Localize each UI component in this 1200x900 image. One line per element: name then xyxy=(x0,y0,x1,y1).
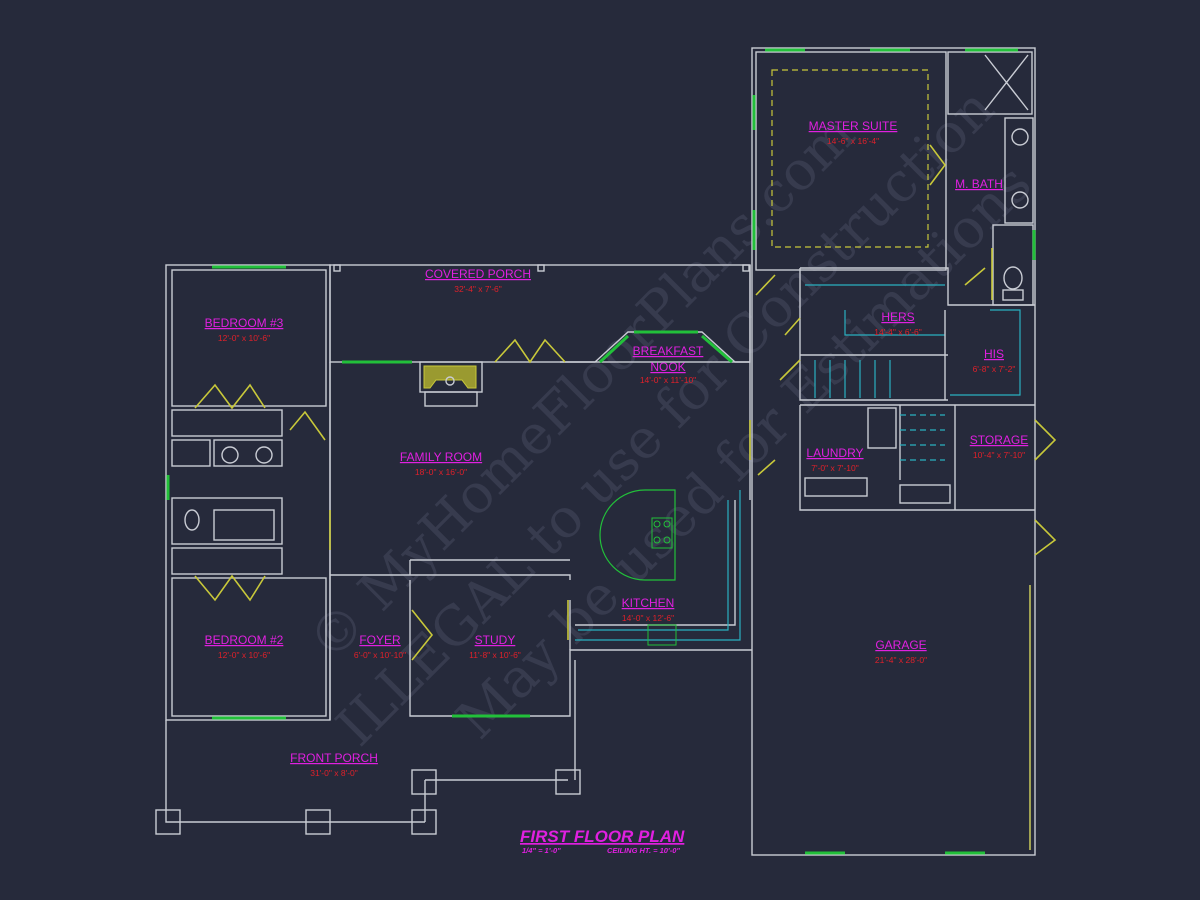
room-dims-breakfast: 14'-0" x 11'-10" xyxy=(640,375,696,385)
room-dims-hers: 14'-4" x 6'-6" xyxy=(874,327,922,337)
room-dims-his: 6'-8" x 7'-2" xyxy=(973,364,1016,374)
room-name-foyer: FOYER xyxy=(359,633,401,647)
room-dims-kitchen: 14'-0" x 12'-6" xyxy=(622,613,674,623)
room-name-mbath: M. BATH xyxy=(955,177,1003,191)
room-name-nook: NOOK xyxy=(650,360,685,374)
room-name-hers: HERS xyxy=(881,310,914,324)
room-name-garage: GARAGE xyxy=(875,638,926,652)
room-name-breakfast: BREAKFAST xyxy=(633,344,704,358)
plan-scale: 1/4" = 1'-0" xyxy=(522,846,561,855)
room-dims-master: 14'-6" x 16'-4" xyxy=(827,136,879,146)
room-dims-laundry: 7'-0" x 7'-10" xyxy=(811,463,859,473)
doors xyxy=(194,144,1057,661)
room-name-covered-porch: COVERED PORCH xyxy=(425,267,531,281)
room-labels: COVERED PORCH 32'-4" x 7'-6" BEDROOM #3 … xyxy=(205,119,1029,778)
room-name-kitchen: KITCHEN xyxy=(622,596,675,610)
watermark: © MyHomeFloorPlans.com ILLEGAL to use fo… xyxy=(296,76,1043,758)
room-dims-bedroom2: 12'-0" x 10'-6" xyxy=(218,650,270,660)
room-dims-covered-porch: 32'-4" x 7'-6" xyxy=(454,284,502,294)
ceiling-height: CEILING HT. = 10'-0" xyxy=(607,846,680,855)
room-dims-front-porch: 31'-0" x 8'-0" xyxy=(310,768,358,778)
room-name-his: HIS xyxy=(984,347,1004,361)
room-name-storage: STORAGE xyxy=(970,433,1028,447)
room-name-front-porch: FRONT PORCH xyxy=(290,751,378,765)
room-dims-family: 18'-0" x 16'-0" xyxy=(415,467,467,477)
room-dims-foyer: 6'-0" x 10'-10" xyxy=(354,650,406,660)
room-name-laundry: LAUNDRY xyxy=(806,446,863,460)
title-block: FIRST FLOOR PLAN 1/4" = 1'-0" CEILING HT… xyxy=(520,827,685,855)
room-name-bedroom2: BEDROOM #2 xyxy=(205,633,284,647)
room-dims-bedroom3: 12'-0" x 10'-6" xyxy=(218,333,270,343)
plan-title: FIRST FLOOR PLAN xyxy=(520,827,685,846)
room-name-master: MASTER SUITE xyxy=(809,119,898,133)
room-name-study: STUDY xyxy=(475,633,516,647)
room-name-bedroom3: BEDROOM #3 xyxy=(205,316,284,330)
room-dims-garage: 21'-4" x 28'-0" xyxy=(875,655,927,665)
room-dims-study: 11'-8" x 10'-6" xyxy=(469,650,521,660)
windows xyxy=(166,48,1036,855)
walls xyxy=(155,47,1036,856)
room-name-family: FAMILY ROOM xyxy=(400,450,482,464)
room-dims-storage: 10'-4" x 7'-10" xyxy=(973,450,1025,460)
